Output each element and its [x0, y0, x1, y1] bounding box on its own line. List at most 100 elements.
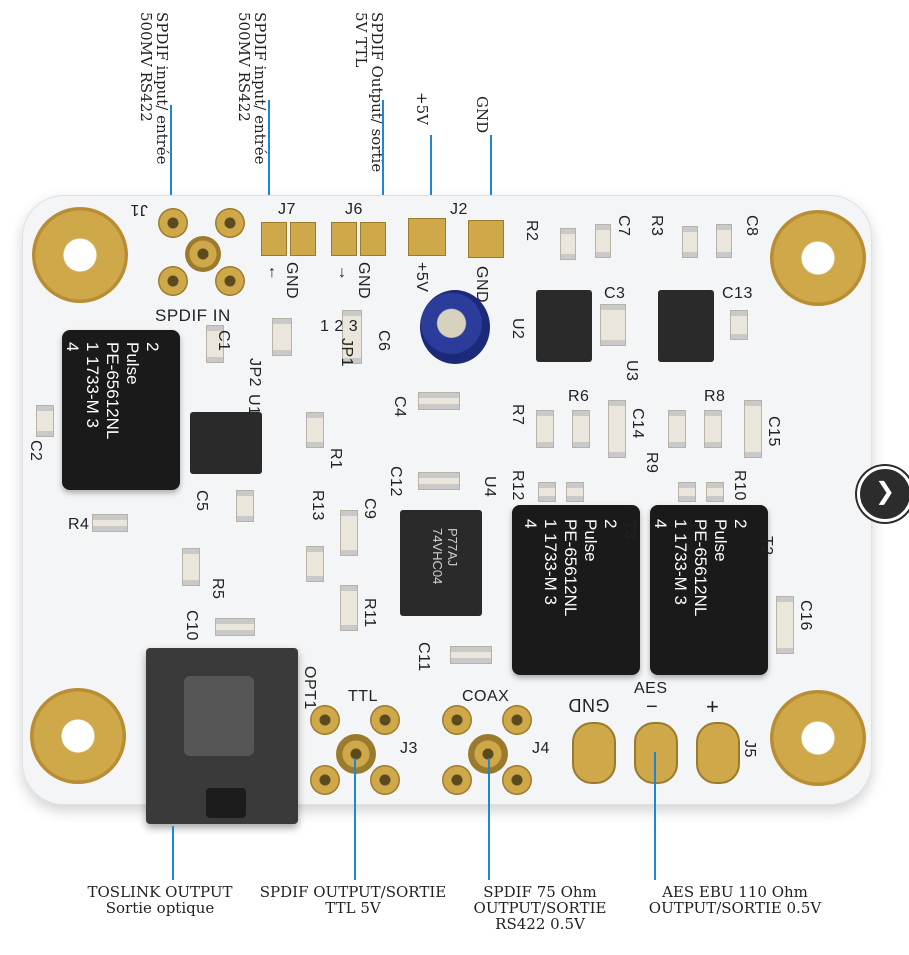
- capacitor-c8: [716, 224, 732, 258]
- j3-pad: [310, 765, 340, 795]
- silk-gnd-aes: GND: [568, 695, 610, 715]
- leader-line-j7: [268, 100, 270, 218]
- silk-gnd-b: GND: [355, 262, 372, 300]
- silk-c9: C9: [361, 498, 378, 520]
- resistor-r10-b: [706, 482, 724, 502]
- silk-c6: C6: [375, 330, 392, 352]
- label-gnd: GND: [473, 96, 491, 134]
- label-plus5v: +5V: [413, 92, 431, 125]
- silk-r12: R12: [509, 470, 526, 501]
- j3-pad: [370, 765, 400, 795]
- silk-r4: R4: [68, 516, 90, 533]
- ic-u3: [658, 290, 714, 362]
- silk-r3: R3: [648, 215, 665, 237]
- transformer-t3: 2 Pulse PE-65612NL 1 1733-M 3 4: [512, 505, 640, 675]
- silk-u1: U1: [245, 394, 262, 416]
- next-image-button[interactable]: ❯: [857, 466, 909, 522]
- leader-line-gnd: [490, 135, 492, 220]
- silk-u4: U4: [481, 476, 498, 498]
- silk-r6: R6: [568, 388, 590, 405]
- jumper-jp2: [272, 318, 292, 356]
- silk-t3: T3: [621, 520, 638, 540]
- silk-c11: C11: [415, 642, 432, 672]
- mounting-hole-bottom-right: [770, 690, 866, 786]
- silk-j1: J1: [130, 201, 148, 218]
- transformer-t1: 2 Pulse PE-65612NL 1 1733-M 3 4: [62, 330, 180, 490]
- capacitor-c3: [600, 304, 626, 346]
- silk-c5: C5: [193, 490, 210, 512]
- silk-jp2: JP2: [246, 358, 263, 388]
- silk-r8: R8: [704, 388, 726, 405]
- capacitor-c14: [608, 400, 626, 458]
- silk-u2: U2: [509, 318, 526, 340]
- ic-u1: [190, 412, 262, 474]
- silk-t2: T2: [758, 536, 775, 556]
- resistor-r9-b: [704, 410, 722, 448]
- capacitor-c11: [450, 646, 492, 664]
- label-ttl-output: SPDIF OUTPUT/SORTIE TTL 5V: [259, 883, 447, 917]
- silk-aes: AES: [634, 680, 668, 697]
- j7-pad: [290, 222, 316, 256]
- silk-minus: −: [646, 696, 659, 718]
- j3-pad: [310, 705, 340, 735]
- resistor-r7-a: [536, 410, 554, 448]
- silk-c3: C3: [604, 285, 626, 302]
- silk-j5: J5: [741, 740, 758, 758]
- capacitor-c10: [215, 618, 255, 636]
- label-coax-output: SPDIF 75 Ohm OUTPUT/SORTIE RS422 0.5V: [473, 883, 607, 933]
- silk-j3: J3: [400, 740, 418, 757]
- silk-r9: R9: [643, 452, 660, 474]
- j1-pad: [215, 266, 245, 296]
- silk-spdif-in: SPDIF IN: [155, 306, 231, 325]
- resistor-r11: [340, 585, 358, 631]
- silk-r13: R13: [309, 490, 326, 521]
- leader-line-toslink: [172, 826, 174, 880]
- j4-pad: [502, 765, 532, 795]
- transformer-t2: 2 Pulse PE-65612NL 1 1733-M 3 4: [650, 505, 768, 675]
- toslink-connector: [146, 648, 298, 824]
- silk-r11: R11: [361, 598, 378, 628]
- capacitor-c16: [776, 596, 794, 654]
- j3-pad-center: [336, 734, 376, 774]
- silk-j7: J7: [278, 201, 296, 218]
- silk-gnd-a: GND: [283, 262, 300, 300]
- resistor-r2: [560, 228, 576, 260]
- capacitor-c9: [340, 510, 358, 556]
- ic-u4: P77AJ 74VHC04: [400, 510, 482, 616]
- silk-plus: +: [706, 694, 720, 719]
- resistor-r3: [682, 226, 698, 258]
- silk-r2: R2: [523, 220, 540, 242]
- capacitor-c7: [595, 224, 611, 258]
- capacitor-c13: [730, 310, 748, 340]
- j6-pad: [331, 222, 357, 256]
- silk-c4: C4: [391, 396, 408, 418]
- j7-pad: [261, 222, 287, 256]
- j1-pad: [215, 208, 245, 238]
- capacitor-c15: [744, 400, 762, 458]
- arrow-down-icon: ↓: [338, 264, 347, 281]
- j5-pad-gnd: [572, 722, 616, 784]
- leader-line-coax: [488, 758, 490, 880]
- silk-coax: COAX: [462, 688, 510, 705]
- silk-r5: R5: [209, 578, 226, 600]
- capacitor-c12: [418, 472, 460, 490]
- ic-u2: [536, 290, 592, 362]
- leader-line-plus5v: [430, 135, 432, 215]
- silk-c12: C12: [387, 466, 404, 497]
- silk-j6: J6: [345, 201, 363, 218]
- j1-pad: [158, 208, 188, 238]
- leader-line-ttl: [354, 758, 356, 880]
- label-j7-input: SPDIF input/ entrée 500MV RS422: [235, 12, 269, 165]
- silk-u3: U3: [623, 360, 640, 382]
- leader-line-aes: [654, 752, 656, 880]
- resistor-r5: [182, 548, 200, 586]
- mounting-hole-top-left: [32, 207, 128, 303]
- j4-pad: [442, 765, 472, 795]
- capacitor-c5: [236, 490, 254, 522]
- label-aes-output: AES EBU 110 Ohm OUTPUT/SORTIE 0.5V: [648, 883, 822, 917]
- silk-j2: J2: [450, 201, 468, 218]
- silk-jp1-pins: 1 2 3: [320, 318, 359, 335]
- j6-pad: [360, 222, 386, 256]
- j3-pad: [370, 705, 400, 735]
